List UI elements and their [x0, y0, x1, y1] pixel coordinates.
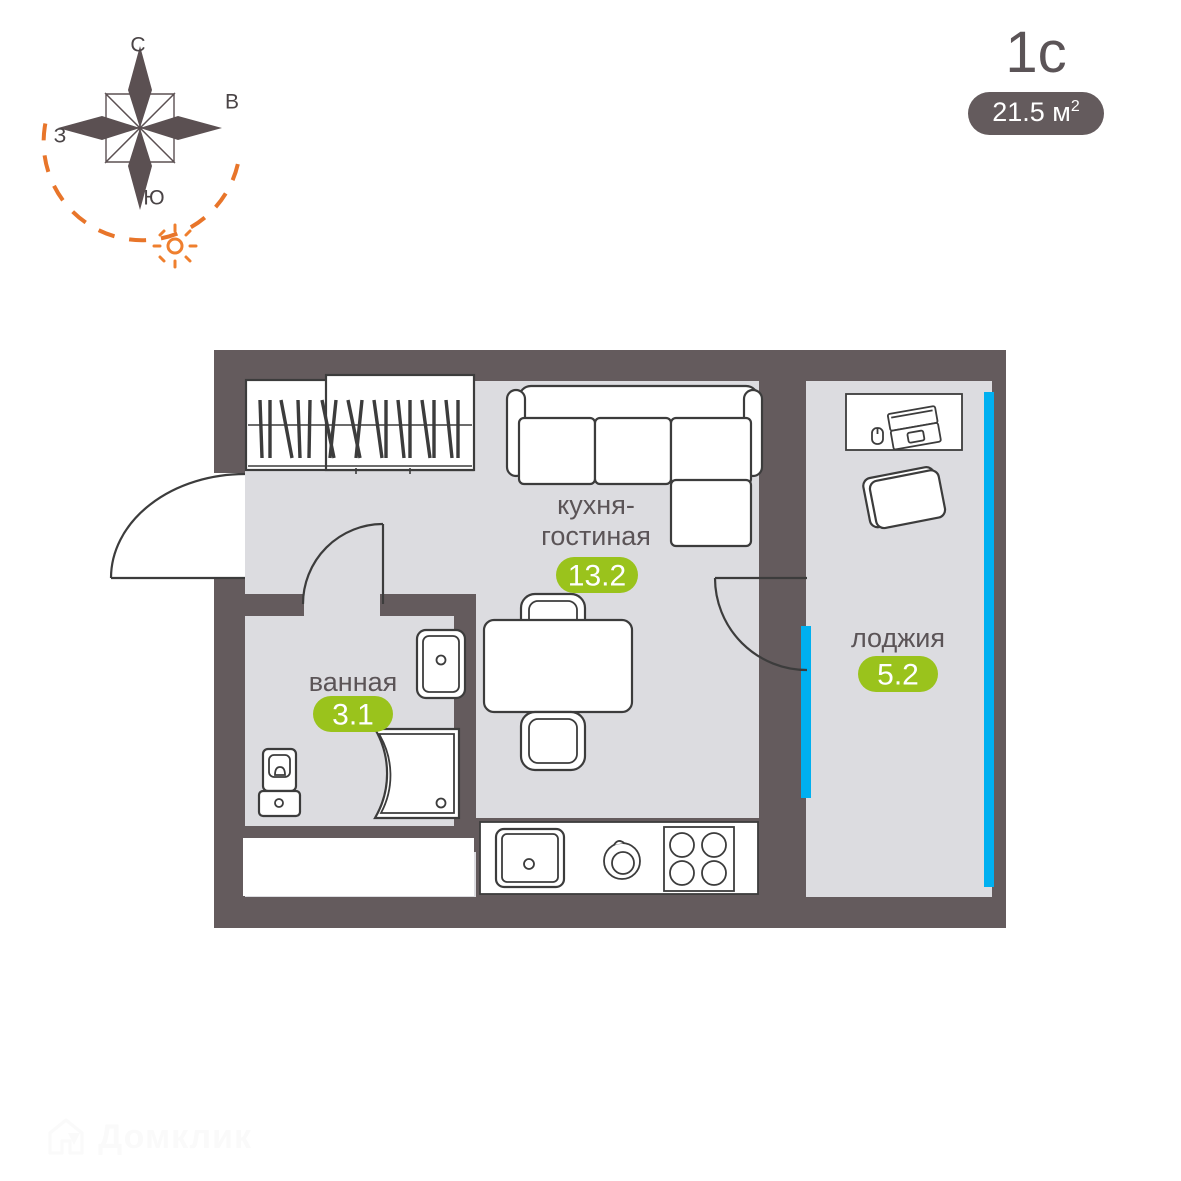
compass-rose: С В З Ю	[28, 28, 258, 278]
office-chair	[862, 466, 947, 530]
sun-path-arc	[41, 119, 240, 243]
area-badge-kitchen-living-value: 13.2	[568, 560, 626, 593]
total-area-badge: 21.5 м2	[968, 92, 1104, 136]
loggia-floor	[806, 381, 992, 897]
room-label-loggia: лоджия	[851, 623, 945, 653]
total-area-value: 21.5 м	[992, 97, 1071, 127]
watermark-text: Домклик	[98, 1117, 253, 1156]
wardrobe-with-hanging-clothes	[244, 373, 476, 474]
area-badge-bathroom-value: 3.1	[332, 699, 374, 732]
watermark: Домклик	[44, 1115, 252, 1159]
compass-label-east: В	[225, 91, 239, 114]
compass-svg: С В З Ю	[41, 34, 240, 269]
area-badge-loggia-value: 5.2	[877, 659, 919, 692]
hall-storage-block	[243, 838, 474, 896]
compass-label-west: З	[54, 125, 67, 148]
compass-star	[58, 46, 222, 210]
compass-label-south: Ю	[143, 187, 164, 210]
hanging-clothes	[258, 399, 460, 459]
glazing	[801, 392, 994, 887]
room-label-kitchen-living-line1: кухня-	[557, 490, 635, 520]
dining-table	[482, 618, 634, 714]
room-label-kitchen-living-line2: гостиная	[541, 521, 651, 551]
room-label-bathroom: ванная	[309, 667, 398, 697]
total-area-sup: 2	[1070, 98, 1080, 115]
laptop	[886, 405, 942, 451]
loggia-door-glazing	[801, 626, 811, 798]
loggia-glazing-right	[984, 392, 994, 887]
corner-sofa	[505, 384, 764, 548]
loggia-door	[713, 576, 808, 672]
page-title: 1с	[1005, 20, 1067, 85]
entry-door	[109, 472, 246, 580]
area-badge-kitchen-living: 13.2	[556, 557, 638, 593]
bathroom-door	[301, 522, 385, 605]
doors	[109, 472, 808, 672]
bathroom-sink	[415, 628, 467, 700]
dining-set	[482, 592, 634, 772]
area-badge-loggia: 5.2	[858, 656, 938, 692]
cooktop-4-burner	[663, 826, 735, 892]
bathroom-fixtures	[257, 628, 467, 820]
plan-header: 1с 21.5 м2	[946, 20, 1126, 136]
area-badge-bathroom: 3.1	[313, 696, 393, 732]
domclick-logo-icon	[48, 1118, 84, 1155]
room-labels: кухня- гостиная 13.2 ванная 3.1 лоджия 5…	[309, 490, 945, 732]
compass-label-north: С	[130, 34, 145, 57]
sun-icon	[152, 223, 198, 269]
toilet	[257, 747, 302, 818]
corner-shower	[373, 727, 461, 820]
washing-machine	[603, 840, 641, 880]
kitchen-counter	[479, 821, 759, 895]
computer-mouse	[871, 427, 884, 445]
kitchen-sink	[494, 827, 566, 889]
loggia-furniture	[845, 393, 963, 530]
